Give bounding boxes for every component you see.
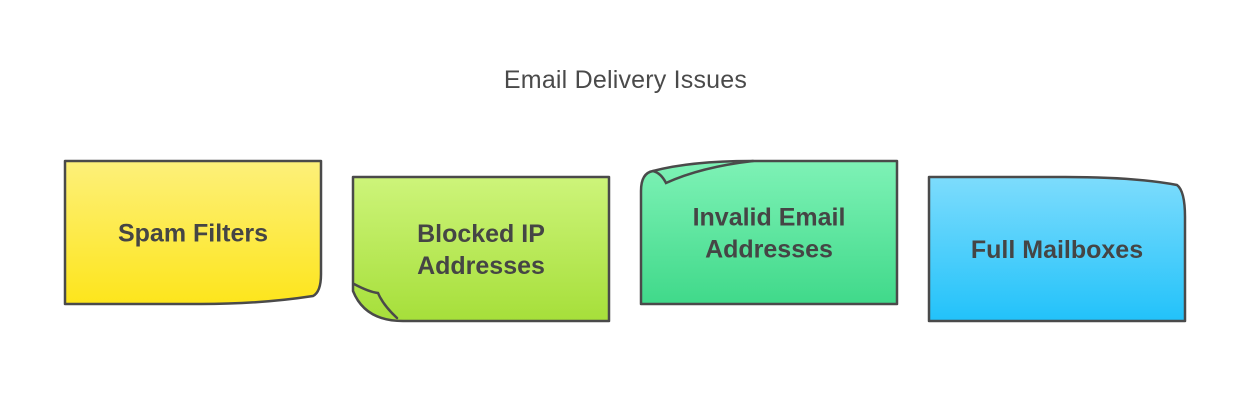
card-shape (63, 159, 323, 306)
diagram-title: Email Delivery Issues (503, 66, 748, 94)
card-label: Addresses (705, 236, 833, 264)
card-label: Blocked IP (417, 220, 545, 248)
card-blocked-ip-addresses: Blocked IP Addresses (351, 175, 611, 323)
card-shape (639, 159, 899, 306)
card-full-mailboxes: Full Mailboxes (927, 175, 1187, 323)
card-shape (351, 175, 611, 323)
card-spam-filters: Spam Filters (63, 159, 323, 306)
card-label: Invalid Email (693, 204, 846, 232)
card-shape (927, 175, 1187, 323)
folded-corner (651, 159, 755, 185)
folded-corner (352, 282, 399, 320)
card-label: Full Mailboxes (971, 236, 1143, 264)
card-label: Addresses (417, 252, 545, 280)
card-label: Spam Filters (118, 220, 268, 248)
